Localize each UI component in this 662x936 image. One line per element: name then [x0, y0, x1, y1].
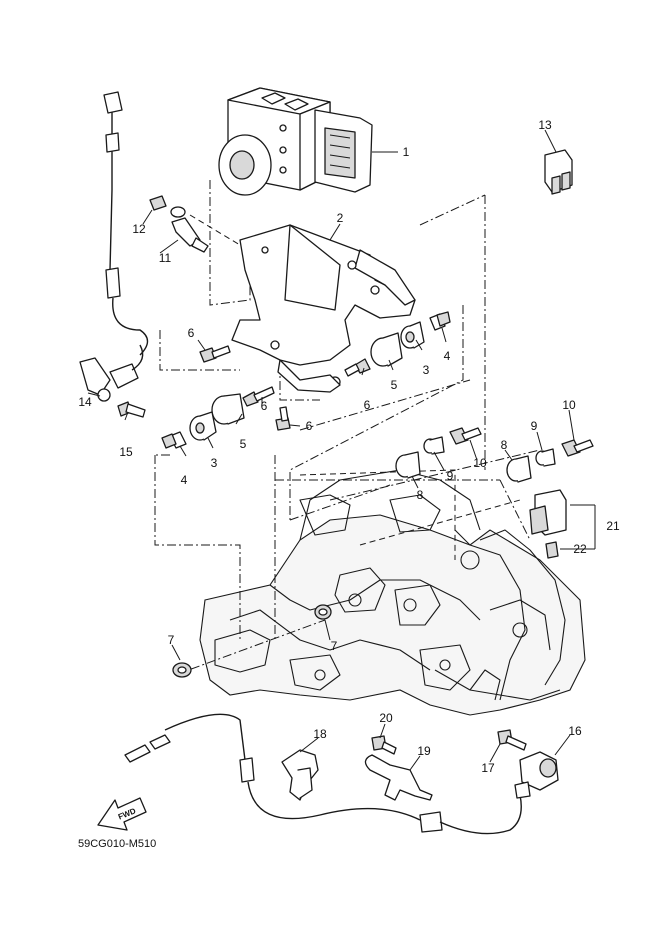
- callout-19: 19: [417, 744, 431, 758]
- callout-5: 5: [240, 437, 247, 451]
- upper-wire-harness: [79, 91, 149, 418]
- assembly-lines: [154, 180, 541, 676]
- frame-nuts: [172, 604, 332, 678]
- callout-4: 4: [181, 473, 188, 487]
- callout-18: 18: [313, 727, 327, 741]
- hydraulic-unit: [218, 87, 373, 196]
- abs-bracket: [231, 224, 416, 393]
- callout-11: 11: [159, 251, 172, 265]
- callout-2: 2: [337, 211, 344, 225]
- callout-1: 1: [403, 145, 410, 159]
- callout-3: 3: [211, 456, 218, 470]
- callout-20: 20: [379, 711, 393, 725]
- callout-15: 15: [119, 445, 133, 459]
- callout-10: 10: [562, 398, 576, 412]
- callout-4: 4: [444, 349, 451, 363]
- lower-harness: [124, 713, 559, 835]
- callout-6: 6: [261, 399, 268, 413]
- callout-17: 17: [481, 761, 495, 775]
- diagram-code: 59CG010-M510: [78, 838, 156, 850]
- callout-9: 9: [531, 419, 538, 433]
- callout-6: 6: [188, 326, 195, 340]
- callout-6: 6: [364, 398, 371, 412]
- mount-set: [395, 427, 594, 483]
- fasteners-upper: [161, 311, 451, 449]
- callout-14: 14: [78, 395, 92, 409]
- callout-13: 13: [538, 118, 552, 132]
- leader-lines: [87, 129, 575, 771]
- callout-12: 12: [132, 222, 146, 236]
- callout-8: 8: [417, 488, 424, 502]
- sensor-and-nut: [149, 195, 241, 253]
- callout-3: 3: [423, 363, 430, 377]
- callout-6: 6: [306, 419, 313, 433]
- relay: [544, 149, 573, 195]
- callout-22: 22: [573, 542, 587, 556]
- connector-assembly: [529, 489, 596, 559]
- callout-10: 10: [473, 456, 487, 470]
- callout-labels: 1 2 3 3 4 4 5 5 6 6 6 6 7 7 8 8 9 9 10 1…: [78, 118, 620, 775]
- callout-7: 7: [331, 639, 338, 653]
- callout-21: 21: [606, 519, 620, 533]
- frame-assembly: [199, 469, 586, 716]
- callout-16: 16: [568, 724, 582, 738]
- callout-9: 9: [447, 469, 454, 483]
- callout-5: 5: [391, 378, 398, 392]
- callout-8: 8: [501, 438, 508, 452]
- forward-arrow-icon: FWD: [97, 797, 147, 831]
- callout-7: 7: [168, 633, 175, 647]
